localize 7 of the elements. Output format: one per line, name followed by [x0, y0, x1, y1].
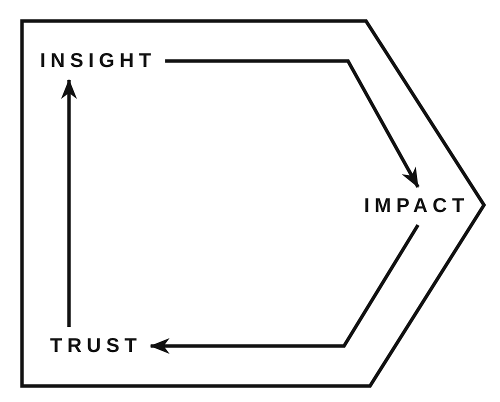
arrow [61, 79, 77, 327]
stage-label: INSIGHT [40, 51, 156, 71]
stage-label: TRUST [50, 336, 142, 356]
stage-label: IMPACT [364, 196, 470, 216]
arrow [165, 59, 420, 188]
pentagon-frame [19, 19, 489, 389]
arrow [150, 224, 420, 354]
